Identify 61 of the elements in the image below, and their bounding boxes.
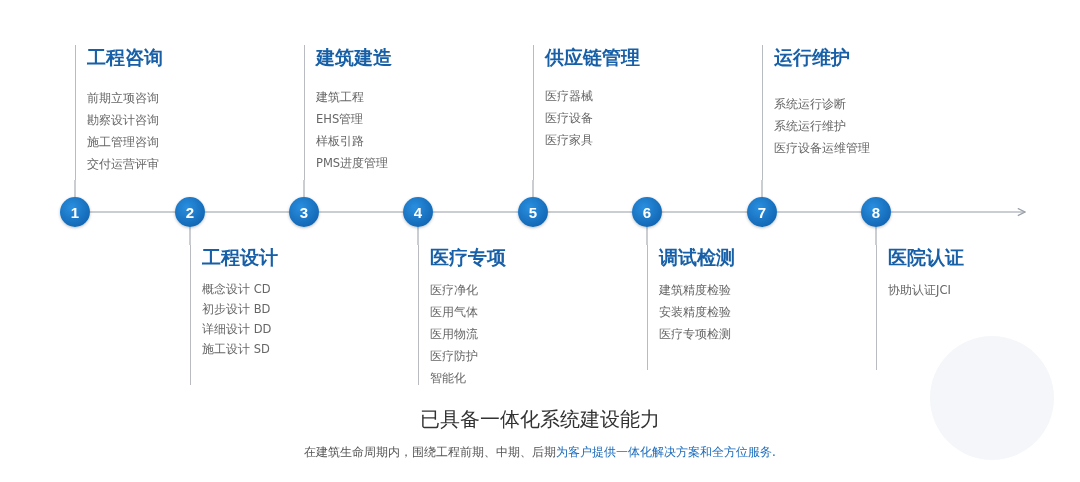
connector-line (303, 179, 305, 198)
service-item: 详细设计 DD (202, 321, 273, 338)
service-item: 建筑精度检验 (659, 282, 732, 299)
step-panel (533, 45, 638, 180)
timeline-line (89, 211, 176, 213)
service-item: 医疗器械 (545, 88, 594, 105)
service-item: 安装精度检验 (659, 304, 732, 321)
service-item: 勘察设计咨询 (87, 112, 160, 129)
service-item: 初步设计 BD (202, 301, 272, 318)
caption: 在建筑生命周期内，围绕工程前期、中期、后期为客户提供一体化解决方案和全方位服务. (303, 444, 777, 461)
service-item: 系统运行维护 (774, 118, 847, 135)
step-number-circle: 8 (861, 197, 891, 227)
service-item: 建筑工程 (316, 89, 365, 106)
step-heading: 医疗专项 (430, 245, 507, 269)
service-item: 医疗专项检测 (659, 326, 732, 343)
connector-line (532, 179, 534, 198)
service-item: 样板引路 (316, 133, 365, 150)
step-heading: 供应链管理 (545, 45, 638, 69)
step-heading: 建筑建造 (316, 45, 393, 69)
service-item: PMS进度管理 (316, 155, 390, 172)
connector-line (189, 226, 191, 246)
service-item: 施工设计 SD (202, 341, 271, 358)
timeline-line (547, 211, 633, 213)
service-item: 医用气体 (430, 304, 479, 321)
service-item: 医用物流 (430, 326, 479, 343)
connector-line (74, 179, 76, 198)
timeline-line (204, 211, 290, 213)
service-item: 医疗防护 (430, 348, 479, 365)
service-item: EHS管理 (316, 111, 365, 128)
step-number-circle: 6 (632, 197, 662, 227)
timeline-line (776, 211, 862, 213)
step-number-circle: 2 (175, 197, 205, 227)
step-heading: 运行维护 (774, 45, 851, 69)
connector-line (646, 226, 648, 246)
service-item: 概念设计 CD (202, 281, 272, 298)
step-number-circle: 3 (289, 197, 319, 227)
step-number-circle: 7 (747, 197, 777, 227)
timeline-line (318, 211, 404, 213)
timeline-line (661, 211, 748, 213)
step-heading: 医院认证 (888, 245, 965, 269)
step-number-circle: 1 (60, 197, 90, 227)
service-item: 协助认证JCI (888, 282, 952, 299)
step-heading: 工程咨询 (87, 45, 164, 69)
timeline-arrow (890, 207, 1026, 217)
service-item: 施工管理咨询 (87, 134, 160, 151)
diagram-title: 已具备一体化系统建设能力 (419, 406, 661, 433)
connector-line (417, 226, 419, 246)
service-item: 智能化 (430, 370, 467, 387)
step-heading: 调试检测 (659, 245, 736, 269)
service-item: 医疗家具 (545, 132, 594, 149)
service-item: 医疗设备 (545, 110, 594, 127)
connector-line (761, 179, 763, 198)
step-number-circle: 4 (403, 197, 433, 227)
timeline-line (432, 211, 519, 213)
service-item: 交付运营评审 (87, 156, 160, 173)
step-number-circle: 5 (518, 197, 548, 227)
step-heading: 工程设计 (202, 245, 279, 269)
service-item: 医疗净化 (430, 282, 479, 299)
service-item: 前期立项咨询 (87, 90, 160, 107)
service-item: 系统运行诊断 (774, 96, 847, 113)
connector-line (875, 226, 877, 246)
